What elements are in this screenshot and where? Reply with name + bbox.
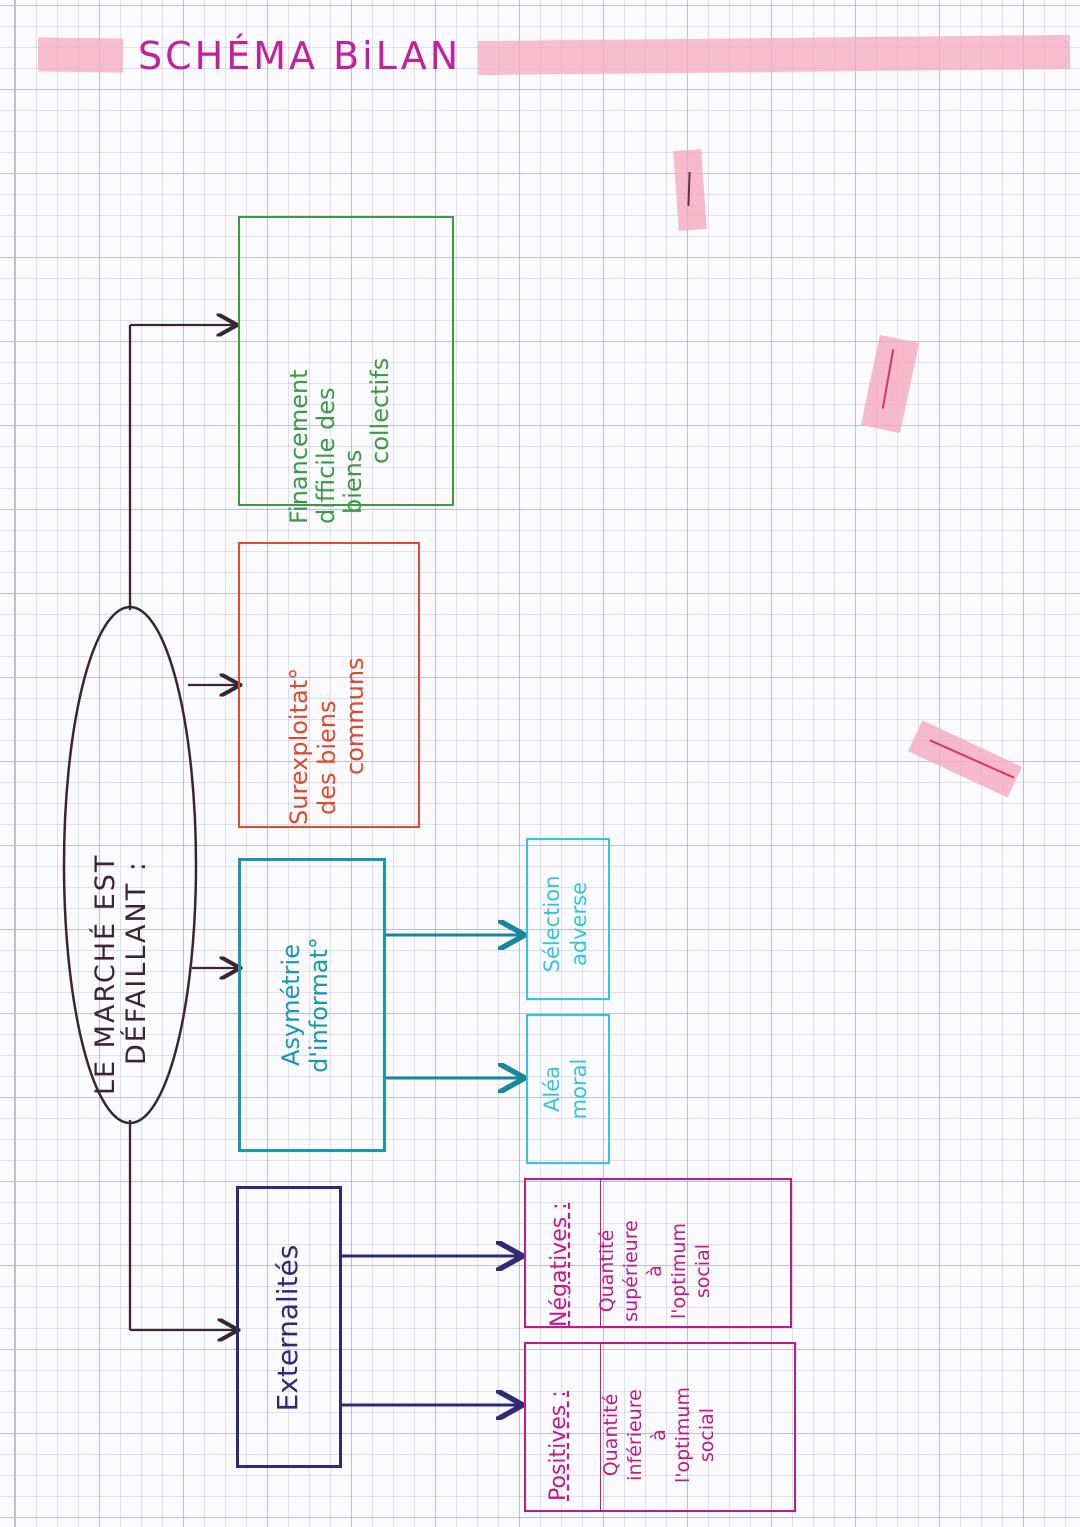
label-alea-line2: moral	[567, 1058, 591, 1120]
label-positives-heading: Positives :	[546, 1351, 578, 1501]
label-asymetrie: Asymétrie d'informat°	[277, 865, 347, 1145]
label-selection-adverse: Sélection adverse	[539, 854, 597, 994]
negatives-line1: Quantité	[596, 1229, 618, 1313]
label-financement-line2: difficile des	[312, 387, 340, 524]
box-negatives	[524, 1178, 792, 1328]
label-asymetrie-line1: Asymétrie	[277, 944, 305, 1066]
positives-divider	[600, 1344, 601, 1510]
negatives-line5: social	[692, 1243, 714, 1299]
box-asymetrie	[238, 858, 386, 1152]
label-negatives-body: Quantité supérieure à l'optimum social	[595, 1196, 725, 1346]
label-negatives-heading: Négatives :	[547, 1177, 579, 1327]
label-asymetrie-line2: d'informat°	[305, 937, 333, 1073]
positives-line2: inférieure	[624, 1389, 646, 1481]
label-positives-body: Quantité inférieure à l'optimum social	[599, 1351, 729, 1519]
highlighter-mark-1	[673, 149, 707, 231]
center-node-line1: LE MARCHÉ EST	[90, 853, 121, 1095]
box-alea-moral	[526, 1014, 610, 1164]
negatives-divider	[600, 1180, 601, 1326]
label-selection-line2: adverse	[567, 881, 591, 967]
label-externalites-line1: Externalités	[271, 1244, 304, 1412]
negatives-heading-text: Négatives :	[547, 1202, 572, 1327]
label-surexploitation-line1: Surexploitat°	[285, 667, 313, 825]
box-selection-adverse	[526, 838, 610, 1000]
negatives-line4: l'optimum	[668, 1223, 690, 1319]
label-surexploitation-line3: communs	[341, 657, 369, 775]
label-financement-line1: Financement	[285, 369, 313, 524]
label-surexploitation: Surexploitat° des biens communs	[285, 545, 375, 825]
box-surexploitation	[238, 542, 420, 828]
title-banner: SCHÉMA BiLAN	[37, 32, 1072, 80]
label-externalites: Externalités	[271, 1198, 307, 1458]
page-margin-line	[14, 0, 16, 1527]
center-node-line2: DÉFAILLANT :	[121, 860, 152, 1065]
page-title: SCHÉMA BiLAN	[138, 34, 462, 78]
label-financement-line3: biens	[339, 449, 367, 514]
positives-line1: Quantité	[600, 1393, 622, 1477]
negatives-line2: supérieure	[620, 1220, 642, 1322]
positives-line4: l'optimum	[672, 1387, 694, 1483]
label-financement-line4: collectifs	[366, 357, 394, 464]
label-alea-moral: Aléa moral	[539, 1029, 597, 1149]
positives-line3: à	[648, 1429, 670, 1441]
center-node-label: LE MARCHÉ EST DÉFAILLANT :	[90, 675, 170, 1125]
box-externalites	[236, 1186, 342, 1468]
label-alea-line1: Aléa	[540, 1066, 564, 1112]
box-positives	[524, 1342, 796, 1512]
label-selection-line1: Sélection	[540, 875, 564, 973]
positives-heading-text: Positives :	[546, 1390, 571, 1501]
label-financement: Financement difficile des biens collecti…	[285, 244, 406, 524]
label-surexploitation-line2: des biens	[313, 700, 341, 815]
positives-line5: social	[696, 1407, 718, 1463]
negatives-line3: à	[644, 1265, 666, 1277]
box-financement	[238, 216, 454, 506]
